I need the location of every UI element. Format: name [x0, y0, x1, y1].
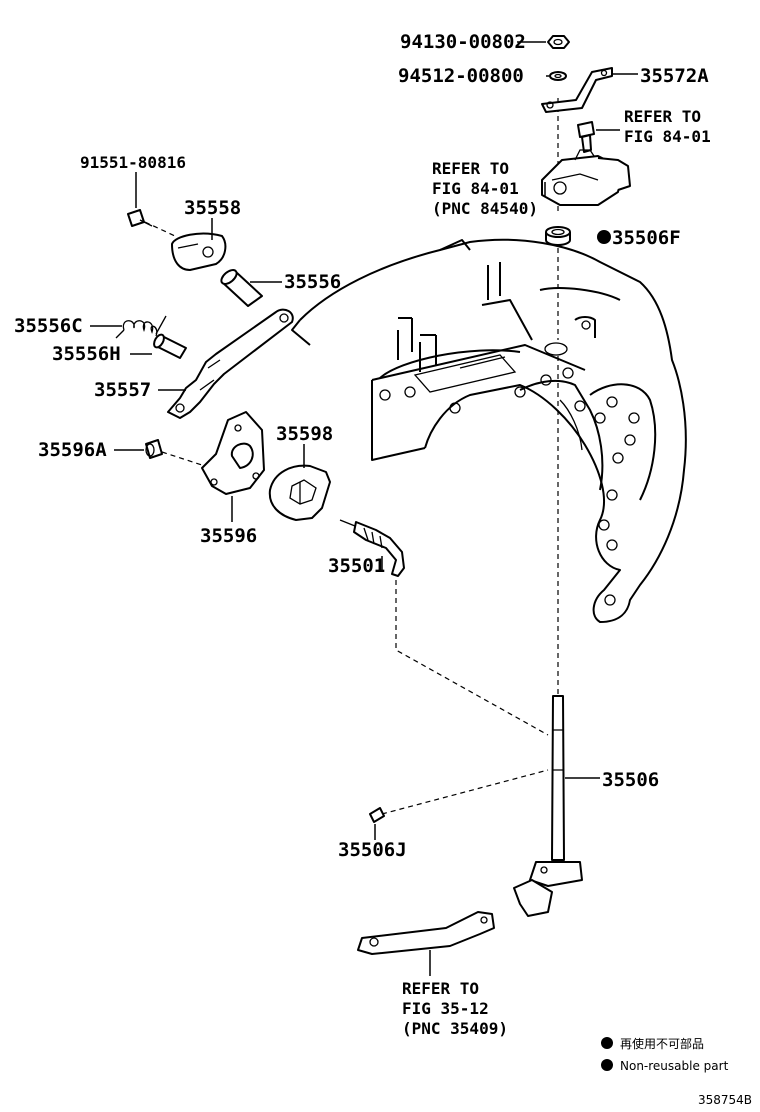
lever-refer-35-12 [357, 911, 495, 955]
bolt-refer-84-01 [577, 121, 595, 153]
label-refer-84-01-b-line1: REFER TO [432, 159, 509, 178]
bolt-35596a [145, 439, 163, 459]
pin-35506j [369, 807, 385, 823]
assembly-lines [144, 98, 559, 815]
label-35596a: 35596A [38, 439, 107, 461]
label-35556: 35556 [284, 271, 341, 293]
label-35596: 35596 [200, 525, 257, 547]
bolt-91551 [127, 209, 153, 227]
nut-part [547, 35, 570, 49]
leader-lines [90, 41, 638, 976]
lever-35557 [167, 308, 294, 419]
rod-35501 [339, 519, 405, 577]
label-35572a: 35572A [640, 65, 709, 87]
label-refer-35-12-line3: (PNC 35409) [402, 1019, 508, 1038]
label-35506: 35506 [602, 769, 659, 791]
label-35558: 35558 [184, 197, 241, 219]
label-refer-84-01-a-line2: FIG 84-01 [624, 127, 711, 146]
washer-part [549, 71, 567, 81]
pin-35556 [220, 269, 263, 307]
legend-text-en: Non-reusable part [620, 1059, 729, 1073]
label-35556c: 35556C [14, 315, 83, 337]
plate-35596 [201, 411, 265, 495]
legend-marker-jp [601, 1037, 613, 1049]
label-35501: 35501 [328, 555, 385, 577]
label-35557: 35557 [94, 379, 151, 401]
label-35598: 35598 [276, 423, 333, 445]
legend-text-jp: 再使用不可部品 [620, 1036, 704, 1051]
label-91551: 91551-80816 [80, 153, 186, 172]
legend: 再使用不可部品 Non-reusable part [601, 1036, 729, 1073]
label-refer-84-01-b-line3: (PNC 84540) [432, 199, 538, 218]
legend-marker-en [601, 1059, 613, 1071]
oil-seal-35506f [545, 226, 571, 246]
figure-code: 358754B [698, 1093, 752, 1107]
shaft-35506 [513, 695, 583, 917]
spring-35556c [115, 315, 167, 339]
label-35506j: 35506J [338, 839, 407, 861]
neutral-start-switch [541, 149, 631, 206]
label-refer-35-12-line1: REFER TO [402, 979, 479, 998]
label-35556h: 35556H [52, 343, 121, 365]
label-94512: 94512-00800 [398, 65, 524, 87]
label-refer-84-01-b-line2: FIG 84-01 [432, 179, 519, 198]
detent-plate-35598 [268, 464, 331, 521]
lever-35572a [541, 67, 613, 113]
spring-35558 [171, 232, 227, 271]
label-35506f: 35506F [612, 227, 681, 249]
label-94130: 94130-00802 [400, 31, 526, 53]
label-refer-35-12-line2: FIG 35-12 [402, 999, 489, 1018]
label-refer-84-01-a-line1: REFER TO [624, 107, 701, 126]
pin-35556h [153, 333, 187, 359]
non-reusable-marker-35506f [597, 230, 611, 244]
part-labels: 94130-00802 94512-00800 35572A REFER TO … [14, 31, 711, 1038]
transmission-case [291, 238, 687, 623]
